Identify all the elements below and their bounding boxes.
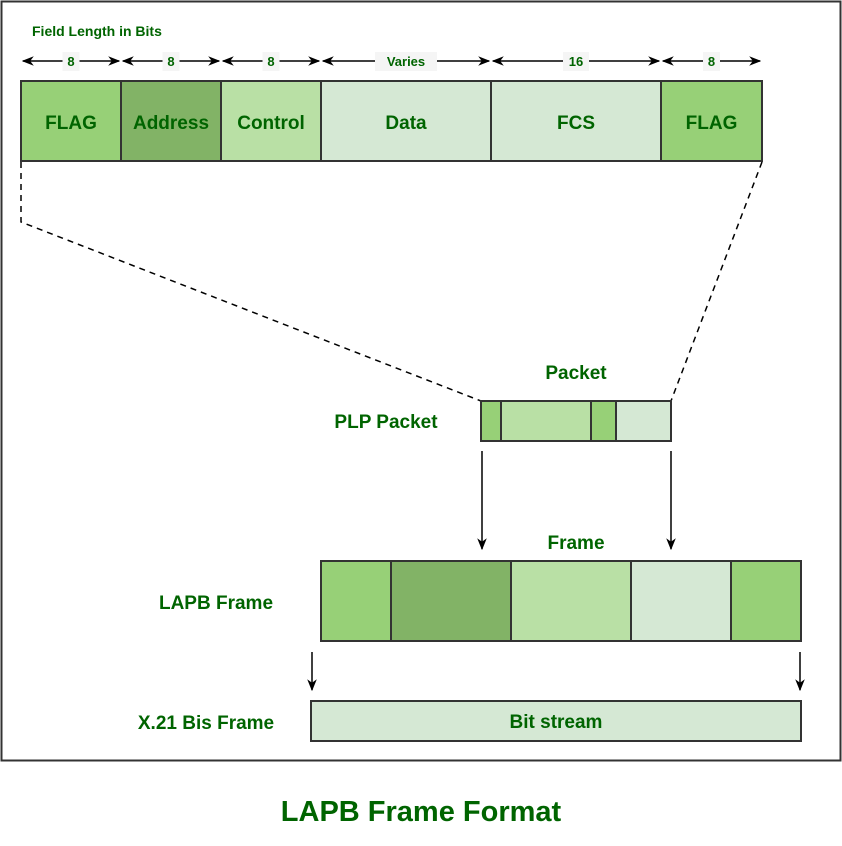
bit-label-bg [563, 52, 589, 71]
bit-length-label: 16 [569, 54, 583, 69]
x21-bitstream-box [310, 700, 802, 742]
lapb-segment-control [510, 560, 632, 642]
lapb-segment-flag [730, 560, 802, 642]
field-length-label: Field Length in Bits [32, 23, 162, 39]
field-label: FCS [557, 113, 595, 134]
field-box-flag-5 [660, 80, 763, 162]
plp-label: PLP Packet [334, 412, 438, 433]
zoom-line-left [20, 162, 482, 402]
bit-label-bg [62, 52, 80, 71]
bit-length-label: 8 [67, 54, 74, 69]
lapb-segment-address [390, 560, 512, 642]
field-box-address-1 [120, 80, 222, 162]
bit-length-label: 8 [267, 54, 274, 69]
field-label: Address [133, 113, 209, 134]
field-label: FLAG [686, 113, 738, 134]
lapb-caption: Frame [547, 533, 604, 554]
bit-length-label: 8 [167, 54, 174, 69]
lapb-label: LAPB Frame [159, 593, 273, 614]
field-label: Control [237, 113, 305, 134]
bit-label-bg [703, 52, 720, 71]
bit-label-bg [375, 52, 437, 71]
field-label: FLAG [45, 113, 97, 134]
diagram-title: LAPB Frame Format [281, 796, 562, 828]
plp-segment-data [615, 400, 672, 442]
field-box-flag-0 [20, 80, 122, 162]
bit-length-label: Varies [387, 54, 425, 69]
plp-segment-control [500, 400, 592, 442]
zoom-line-right [670, 161, 763, 402]
x21-label: X.21 Bis Frame [138, 713, 274, 734]
bit-length-arrows: 8 8 8 Varies 16 8 [21, 52, 762, 71]
field-box-control-2 [220, 80, 322, 162]
x21-content: Bit stream [510, 712, 603, 733]
lapb-frame-box [320, 560, 802, 642]
bit-label-bg [262, 52, 280, 71]
bit-label-bg [162, 52, 180, 71]
lapb-segment-flag [320, 560, 392, 642]
plp-caption: Packet [545, 363, 607, 384]
frame-fields: FLAG Address Control Data FCS FLAG [20, 80, 763, 162]
field-label: Data [385, 113, 427, 134]
lapb-segment-data [630, 560, 732, 642]
field-box-data-3 [320, 80, 492, 162]
plp-packet-box [480, 400, 672, 442]
plp-segment-flag [590, 400, 617, 442]
bit-length-label: 8 [708, 54, 715, 69]
plp-segment-flag [480, 400, 502, 442]
